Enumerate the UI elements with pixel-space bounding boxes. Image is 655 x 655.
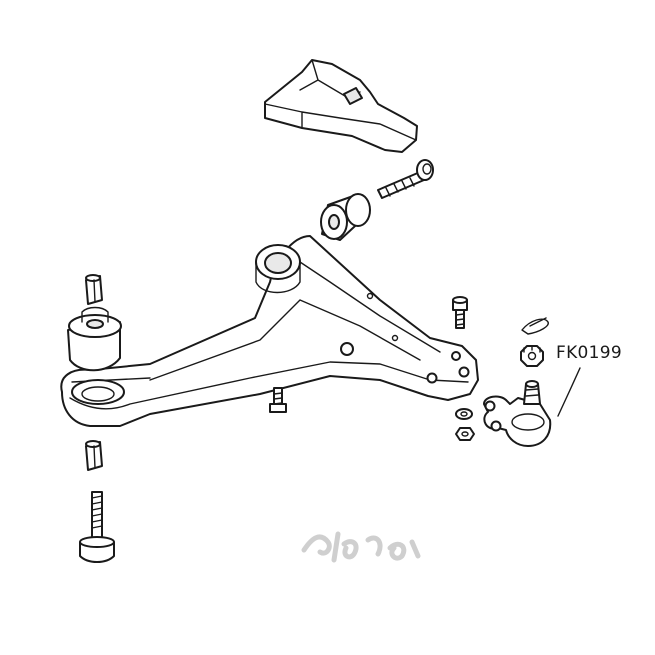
front-pivot-bolt bbox=[79, 491, 115, 563]
callout-leader-line bbox=[557, 367, 581, 417]
ball-joint-bolt bbox=[452, 296, 468, 329]
front-bush bbox=[67, 306, 122, 372]
nut bbox=[455, 427, 475, 441]
castle-nut bbox=[520, 345, 544, 367]
ball-joint-part-number-label: FK0199 bbox=[556, 343, 622, 363]
bush-stop-lower bbox=[85, 440, 103, 471]
split-pin bbox=[521, 317, 549, 335]
bush-stop-upper bbox=[85, 274, 103, 305]
bracket-bolt bbox=[377, 159, 434, 199]
arm-centre-bolt bbox=[269, 387, 287, 413]
rear-bush bbox=[320, 193, 371, 241]
ball-joint bbox=[483, 380, 552, 447]
mounting-bracket bbox=[264, 59, 418, 153]
washer bbox=[455, 408, 473, 420]
watermark-logo bbox=[301, 531, 421, 563]
lower-control-arm bbox=[60, 235, 479, 427]
